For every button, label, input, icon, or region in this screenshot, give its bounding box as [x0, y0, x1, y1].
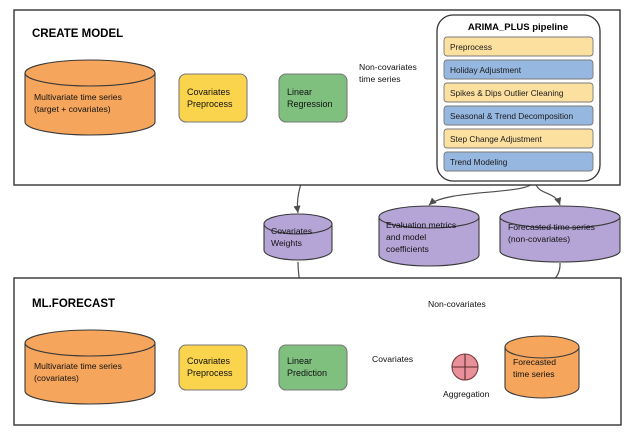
pipeline-step-step-change-adjustment[interactable]: Step Change Adjustment	[443, 128, 594, 149]
edge-label-non-covariates-time-series: Non-covariates time series	[359, 62, 417, 84]
cylinder-label-line2: (target + covariates)	[34, 104, 111, 114]
cylinder-label-line1: Covariates	[271, 226, 312, 236]
pipeline-step-trend-modeling[interactable]: Trend Modeling	[443, 151, 594, 172]
node-aggregation[interactable]	[451, 353, 479, 381]
cylinder-label-line2: Weights	[271, 238, 302, 248]
pipeline-step-spikes-dips-outlier-cleaning[interactable]: Spikes & Dips Outlier Cleaning	[443, 82, 594, 103]
node-covariates-preprocess-create-model[interactable]: Covariates Preprocess	[178, 73, 248, 123]
node-label-line1: Covariates	[187, 356, 231, 366]
node-linear-prediction[interactable]: Linear Prediction	[278, 344, 348, 391]
cylinder-label-line1: Multivariate time series	[34, 92, 122, 102]
node-label-line1: Covariates	[187, 87, 231, 97]
cylinder-label-line2: and model	[386, 232, 426, 242]
pipeline-step-label: Seasonal & Trend Decomposition	[450, 111, 574, 121]
pipeline-step-seasonal-trend-decomposition[interactable]: Seasonal & Trend Decomposition	[443, 105, 594, 126]
pipeline-step-preprocess[interactable]: Preprocess	[443, 36, 594, 57]
cylinder-covariates-weights: Covariates Weights	[263, 213, 333, 261]
cylinder-label-line3: coefficients	[386, 244, 429, 254]
cylinder-label-line1: Forecasted time series	[508, 222, 595, 232]
cylinder-forecasted-time-series-output: Forecasted time series	[504, 335, 580, 399]
pipeline-step-holiday-adjustment[interactable]: Holiday Adjustment	[443, 59, 594, 80]
cylinder-label-line1: Multivariate time series	[34, 361, 122, 371]
pipeline-step-label: Step Change Adjustment	[450, 134, 542, 144]
cylinder-label-line2: time series	[513, 369, 555, 379]
pipeline-step-label: Holiday Adjustment	[450, 65, 522, 75]
edge-label-covariates: Covariates	[372, 354, 413, 364]
pipeline-title: ARIMA_PLUS pipeline	[468, 22, 568, 33]
cylinder-multivariate-time-series-covariates: Multivariate time series (covariates)	[24, 329, 156, 405]
edge-label-line2: time series	[359, 74, 401, 84]
arima-plus-pipeline: ARIMA_PLUS pipeline Preprocess Holiday A…	[436, 14, 601, 182]
cylinder-label-line1: Evaluation metrics	[386, 220, 456, 230]
node-label-line1: Linear	[287, 87, 312, 97]
cylinder-evaluation-metrics: Evaluation metrics and model coefficient…	[378, 205, 480, 267]
node-covariates-preprocess-ml-forecast[interactable]: Covariates Preprocess	[178, 344, 248, 391]
group-title-create-model: CREATE MODEL	[32, 28, 123, 40]
cylinder-forecasted-non-covariates: Forecasted time series (non-covariates)	[499, 205, 621, 263]
pipeline-step-label: Spikes & Dips Outlier Cleaning	[450, 88, 564, 98]
edge-label-non-covariates: Non-covariates	[428, 299, 486, 309]
label-aggregation: Aggregation	[443, 389, 490, 399]
cylinder-label-line2: (covariates)	[34, 373, 79, 383]
group-title-ml-forecast: ML.FORECAST	[32, 298, 115, 310]
node-label-line1: Linear	[287, 356, 312, 366]
cylinder-label-line1: Forecasted	[513, 357, 556, 367]
pipeline-step-label: Preprocess	[450, 42, 492, 52]
edge-label-line1: Non-covariates	[359, 62, 417, 72]
node-label-line2: Prediction	[287, 368, 327, 378]
cylinder-label-line2: (non-covariates)	[508, 234, 570, 244]
node-label-line2: Preprocess	[187, 368, 233, 378]
node-linear-regression[interactable]: Linear Regression	[278, 73, 348, 123]
pipeline-step-label: Trend Modeling	[450, 157, 508, 167]
node-label-line2: Regression	[287, 99, 333, 109]
cylinder-multivariate-time-series-target: Multivariate time series (target + covar…	[24, 59, 156, 136]
node-label-line2: Preprocess	[187, 99, 233, 109]
